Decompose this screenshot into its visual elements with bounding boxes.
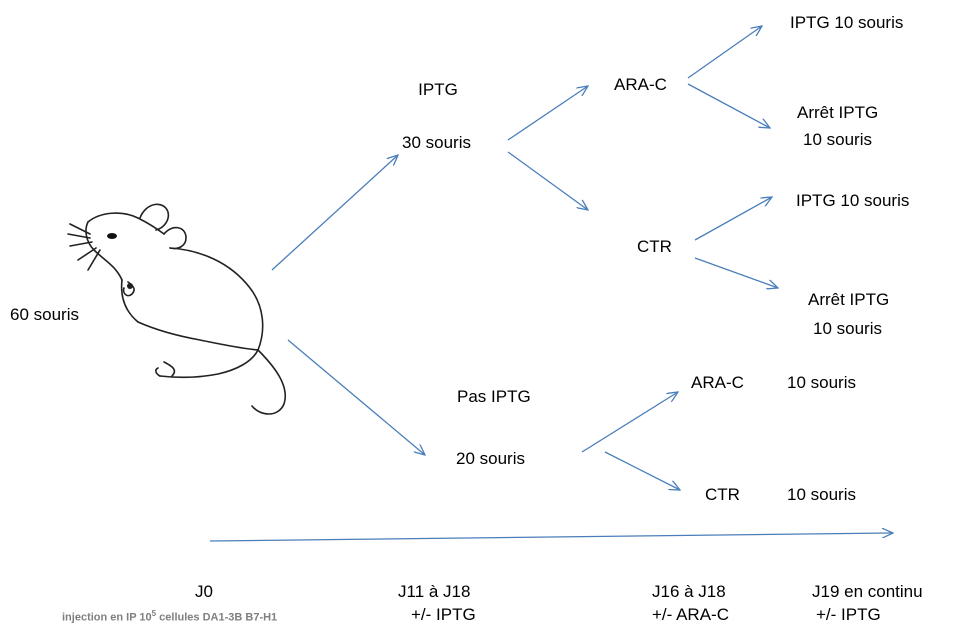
timeline-j0-note: injection en IP 105 cellules DA1-3B B7-H… <box>62 609 278 624</box>
arrow-pas-to-arac <box>581 392 678 453</box>
iptg-ctr-stop-line2: 10 souris <box>813 319 882 338</box>
iptg-arac-stop-line2: 10 souris <box>803 130 872 149</box>
timeline-arrow <box>209 533 893 542</box>
branch-iptg-title: IPTG <box>418 80 458 99</box>
no-iptg-arac-count: 10 souris <box>787 373 856 392</box>
iptg-arac-continue: IPTG 10 souris <box>790 13 904 32</box>
timeline-j19: J19 en continu <box>812 582 923 601</box>
timeline-j11: J11 à J18 <box>398 582 471 601</box>
branch-no-iptg-count: 20 souris <box>456 449 525 468</box>
arrow-iptg-to-arac <box>507 86 588 141</box>
arrow-ctr-to-iptg <box>694 197 772 241</box>
timeline-j16: J16 à J18 <box>652 582 726 601</box>
no-iptg-arac-label: ARA-C <box>691 373 744 392</box>
no-iptg-ctr-label: CTR <box>705 485 740 504</box>
mouse-drawing-icon <box>67 203 287 415</box>
arrow-arac-to-iptg <box>687 26 762 79</box>
iptg-arac-label: ARA-C <box>614 75 667 94</box>
arrow-to-iptg <box>271 155 398 271</box>
iptg-arac-stop-line1: Arrêt IPTG <box>797 103 879 122</box>
no-iptg-ctr-count: 10 souris <box>787 485 856 504</box>
timeline-j0: J0 <box>195 582 213 601</box>
arrow-iptg-to-ctr <box>507 151 588 210</box>
timeline-j16-note: +/- ARA-C <box>652 605 729 624</box>
timeline-j19-note: +/- IPTG <box>816 605 881 624</box>
arrow-ctr-to-arret <box>694 257 778 288</box>
arrow-pas-to-ctr <box>604 451 680 490</box>
iptg-ctr-continue: IPTG 10 souris <box>796 191 910 210</box>
branch-iptg-count: 30 souris <box>402 133 471 152</box>
iptg-ctr-stop-line1: Arrêt IPTG <box>808 290 890 309</box>
branch-no-iptg-title: Pas IPTG <box>457 387 531 406</box>
timeline-j11-note: +/- IPTG <box>411 605 476 624</box>
iptg-ctr-label: CTR <box>637 237 672 256</box>
start-count: 60 souris <box>10 305 79 324</box>
arrow-to-pas-iptg <box>287 339 425 455</box>
arrow-arac-to-arret <box>687 83 770 128</box>
